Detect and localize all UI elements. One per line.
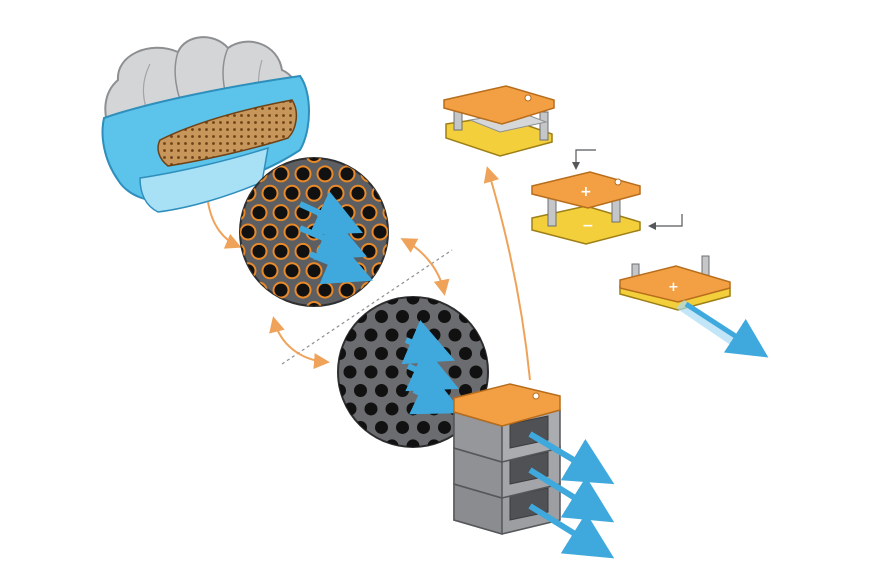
perforation-hole: [263, 264, 277, 278]
disc-swap-arrow-left: [269, 316, 330, 370]
perforation-hole: [438, 420, 451, 434]
perforation-hole: [375, 310, 388, 324]
perforation-hole: [362, 244, 376, 258]
perforation-hole: [459, 347, 472, 361]
perforation-hole: [354, 383, 367, 397]
hole-ring: [250, 281, 268, 299]
perforation-hole: [406, 402, 420, 416]
face-mask: [101, 36, 310, 213]
perforation-hole: [274, 206, 288, 220]
hole-ring: [360, 281, 378, 299]
lower-disc-airflow-arrows: [401, 319, 463, 415]
perforation-hole: [340, 206, 354, 220]
perforation-hole: [364, 365, 378, 379]
perforation-hole: [362, 167, 376, 181]
perforation-hole: [351, 186, 365, 200]
perforation-hole: [448, 365, 462, 379]
perforation-hole: [329, 186, 343, 200]
perforation-hole: [307, 158, 321, 162]
perforation-hole: [263, 225, 277, 239]
perforation-hole: [296, 283, 310, 297]
perforation-hole: [285, 186, 299, 200]
perforation-hole: [375, 347, 388, 361]
perforation-hole: [351, 225, 365, 239]
positive-plate: [531, 171, 641, 209]
perforation-hole: [385, 328, 399, 342]
perforation-hole: [385, 402, 399, 416]
perforation-hole: [296, 244, 310, 258]
perforation-hole: [396, 347, 409, 361]
perforation-hole: [285, 225, 299, 239]
perforation-hole: [396, 310, 409, 324]
perforation-hole: [417, 310, 430, 324]
stacked-generator-blocks: [453, 383, 615, 559]
mask-filter-window: [157, 99, 298, 167]
disc-swap-arrow-right: [400, 238, 450, 296]
magnified-mesh-disc-upper: [239, 157, 389, 307]
perforation-hole: [340, 167, 354, 181]
stack-airflow-arrows: [528, 431, 615, 559]
layer-indicator-arrow: [575, 149, 596, 166]
perforation-hole: [318, 167, 332, 181]
perforation-hole: [340, 283, 354, 297]
perforation-hole: [318, 283, 332, 297]
perforation-hole: [375, 420, 388, 434]
perforation-hole: [252, 283, 266, 297]
perforation-hole: [364, 402, 378, 416]
plate-indicator-arrow: [652, 214, 683, 227]
single-output-plate: +: [619, 255, 769, 358]
perforation-hole: [354, 420, 367, 434]
perforation-hole: [252, 244, 266, 258]
perforation-hole: [469, 365, 483, 379]
perforation-hole: [362, 283, 376, 297]
perforation-hole: [329, 225, 343, 239]
perforation-hole: [307, 264, 321, 278]
perforation-hole: [274, 244, 288, 258]
stack-to-layer-connector: [483, 166, 531, 381]
perforation-hole: [427, 328, 441, 342]
perforation-hole: [343, 365, 357, 379]
upper-disc-airflow-arrows: [298, 191, 374, 285]
hole-ring: [360, 165, 378, 183]
perforation-hole: [274, 283, 288, 297]
perforation-hole: [307, 186, 321, 200]
output-plus-label: +: [668, 280, 679, 295]
perforation-hole: [396, 420, 409, 434]
mask-to-disc-connector: [207, 201, 242, 249]
exploded-capacitor-layer: [443, 85, 555, 157]
perforation-hole: [296, 167, 310, 181]
perforation-hole: [307, 302, 321, 306]
perforation-hole: [274, 167, 288, 181]
perforation-hole: [354, 347, 367, 361]
perforation-hole: [406, 297, 420, 305]
perforation-hole: [396, 383, 409, 397]
perforation-hole: [438, 310, 451, 324]
perforation-hole: [263, 186, 277, 200]
perforation-hole: [438, 383, 451, 397]
perforation-hole: [459, 310, 472, 324]
perforation-hole: [406, 439, 420, 447]
perforation-hole: [285, 264, 299, 278]
perforation-hole: [241, 225, 255, 239]
charged-plate-assembly: − +: [531, 171, 641, 245]
perforation-hole: [417, 420, 430, 434]
perforation-hole: [448, 328, 462, 342]
minus-label: −: [582, 218, 594, 234]
output-plate-top: [619, 265, 731, 303]
perforation-hole: [354, 310, 367, 324]
plus-label: +: [580, 184, 592, 200]
perforation-hole: [375, 383, 388, 397]
perforation-hole: [362, 206, 376, 220]
perforation-hole: [252, 206, 266, 220]
perforation-hole: [364, 328, 378, 342]
perforation-hole: [385, 365, 399, 379]
perforation-hole: [373, 225, 387, 239]
